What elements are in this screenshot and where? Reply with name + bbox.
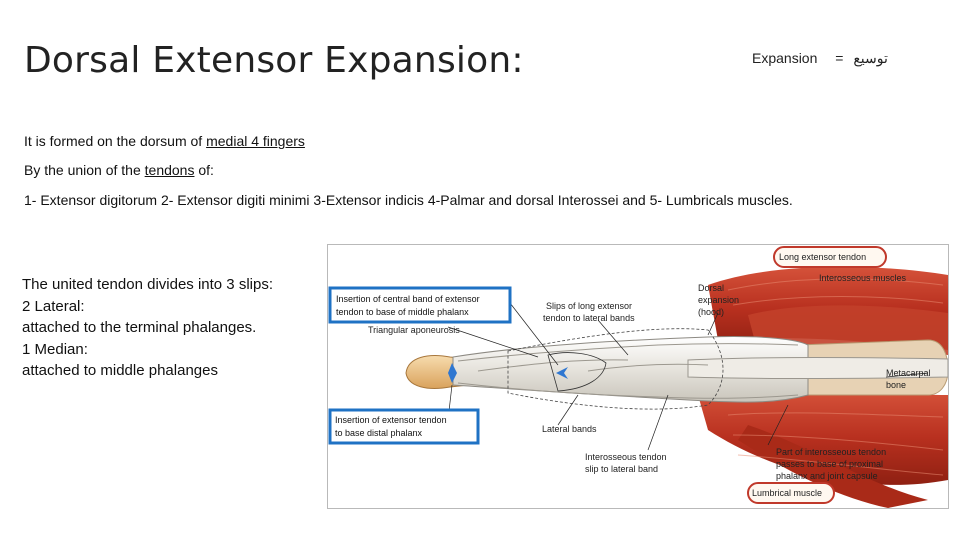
hood-outline-dashed	[507, 328, 724, 410]
part-interosseous-label: Part of interosseous tendon	[776, 447, 886, 457]
term-arabic: توسيع	[853, 50, 888, 66]
lumbrical-callout-ring	[747, 482, 835, 504]
medial-fingers-underlined: medial 4 fingers	[206, 133, 305, 149]
distal-insertion-label-line: to base distal phalanx	[335, 428, 423, 438]
muscle-striations	[727, 278, 944, 476]
central-insertion-marker	[556, 367, 568, 379]
slide-title: Dorsal Extensor Expansion:	[24, 40, 524, 81]
leader-lines	[447, 302, 929, 451]
central-insertion-label-line: tendon to base of middle phalanx	[336, 307, 469, 317]
muscles-list-line: 1- Extensor digitorum 2- Extensor digiti…	[24, 192, 793, 208]
lumbrical-muscle-label: Lumbrical muscle	[752, 488, 822, 498]
interosseous-slip-label: Interosseous tendon	[585, 452, 667, 462]
slips-line: 1 Median:	[22, 340, 88, 358]
slips-description: The united tendon divides into 3 slips: …	[22, 274, 273, 382]
triangular-aponeurosis-label: Triangular aponeurosis	[368, 325, 460, 335]
lateral-band-lines	[457, 343, 799, 399]
term-english: Expansion	[752, 50, 818, 66]
long-extensor-tendon-label: Long extensor tendon	[779, 252, 866, 262]
slips-line: attached to middle phalanges	[22, 362, 218, 379]
interosseous-muscle-lower	[698, 390, 948, 485]
part-interosseous-label: passes to base of proximal	[776, 459, 883, 469]
union-text-end: of:	[194, 162, 214, 178]
lumbrical-muscle	[738, 425, 928, 508]
long-extensor-callout-ring	[773, 246, 887, 268]
central-insertion-label-box	[328, 286, 512, 324]
long-extensor-tendon	[687, 357, 948, 379]
distal-insertion-marker	[448, 363, 457, 383]
distal-insertion-label-line: Insertion of extensor tendon	[335, 415, 447, 425]
diagram-drawing: Insertion of central band of extensor te…	[328, 246, 948, 508]
interosseous-slip-label: slip to lateral band	[585, 464, 658, 474]
central-insertion-label-line: Insertion of central band of extensor	[336, 294, 480, 304]
slips-line: 2 Lateral:	[22, 297, 85, 315]
dorsal-expansion-label: Dorsal	[698, 283, 724, 293]
term-translation: Expansion = توسيع	[752, 50, 888, 67]
distal-insertion-label-box	[328, 408, 480, 445]
slips-line: The united tendon divides into 3 slips:	[22, 276, 273, 293]
extensor-expansion-diagram: Insertion of central band of extensor te…	[327, 244, 949, 509]
formation-text: It is formed on the dorsum of	[24, 133, 207, 149]
dorsal-expansion-label: (hood)	[698, 307, 724, 317]
metacarpal-bone-label: bone	[886, 380, 906, 390]
lateral-bands-label: Lateral bands	[542, 424, 597, 434]
dorsal-expansion-label: expansion	[698, 295, 739, 305]
tendons-underlined: tendons	[144, 162, 195, 178]
union-line: By the union of the tendons of:	[24, 162, 214, 178]
slips-long-extensor-label: tendon to lateral bands	[543, 313, 635, 323]
metacarpal-bone-label: Metacarpal	[886, 368, 931, 378]
equals-sign: =	[835, 50, 844, 66]
formation-line: It is formed on the dorsum of medial 4 f…	[24, 133, 305, 149]
slips-long-extensor-label: Slips of long extensor	[546, 301, 632, 311]
interosseous-muscles-label: Interosseous muscles	[819, 273, 907, 283]
union-text: By the union of the	[24, 162, 145, 178]
slips-line: attached to the terminal phalanges.	[22, 319, 257, 336]
triangular-aponeurosis-outline	[547, 352, 607, 392]
part-interosseous-label: phalanx and joint capsule	[776, 471, 878, 481]
